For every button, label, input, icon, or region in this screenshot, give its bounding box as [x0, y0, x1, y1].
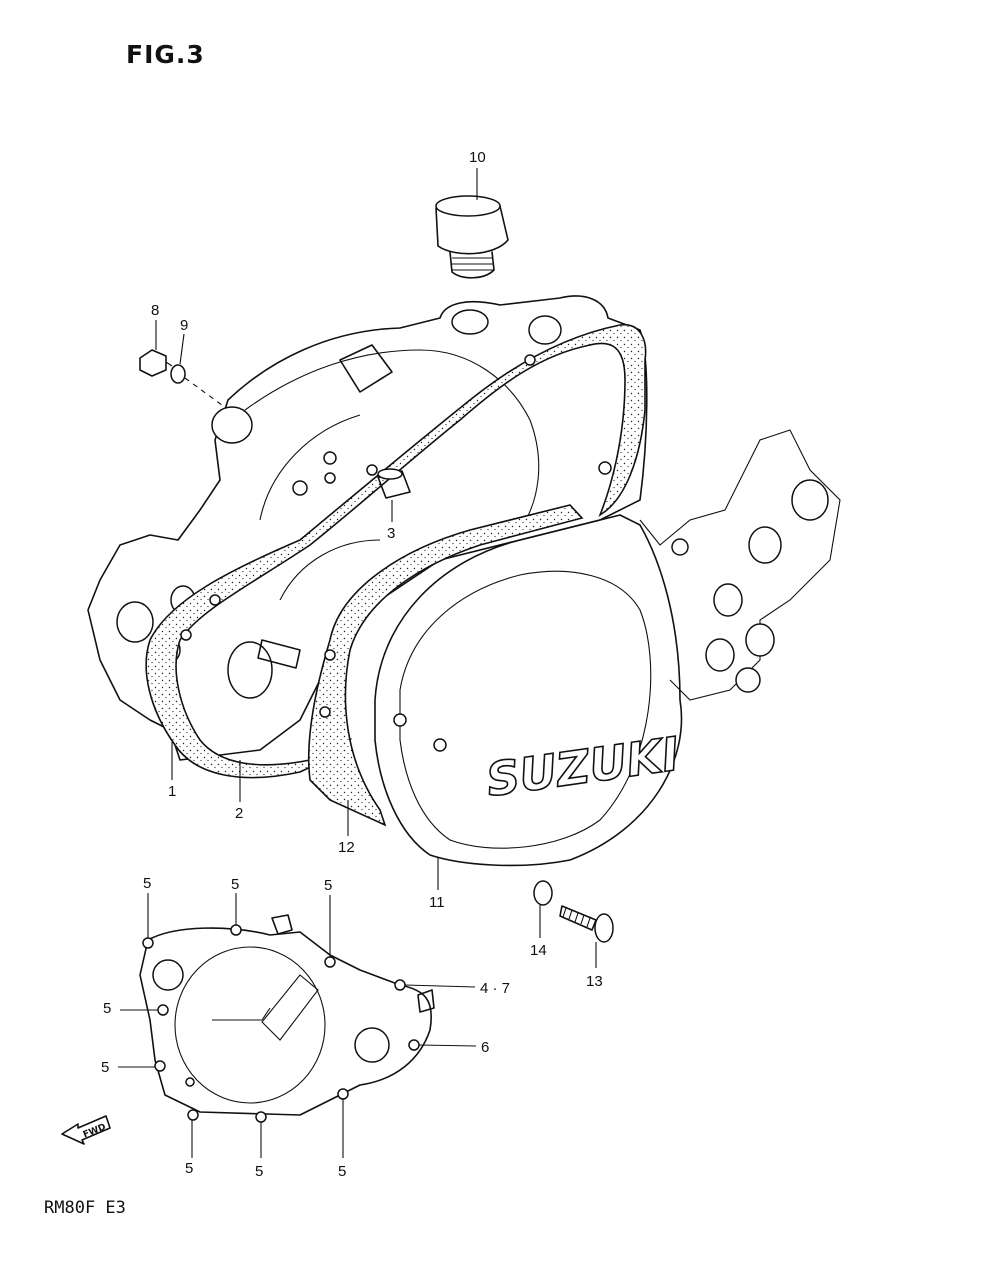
- callout-labels: 10 8 9 3 1 2 12 11 14 13 5 5 5 5 5 5 5 5…: [101, 149, 603, 1180]
- callout-5-b: 5: [231, 876, 239, 893]
- gasket-12: [307, 504, 584, 827]
- callout-5-c: 5: [324, 877, 332, 894]
- callout-8: 8: [151, 302, 159, 319]
- callout-13: 13: [586, 973, 603, 990]
- callout-12: 12: [338, 839, 355, 856]
- callout-10: 10: [469, 149, 486, 166]
- drain-bolt-8: [139, 349, 173, 377]
- figure-title: FIG.3: [126, 40, 205, 69]
- callout-5-f: 5: [185, 1160, 193, 1177]
- clutch-plate-6: [139, 914, 435, 1123]
- callout-2: 2: [235, 805, 243, 822]
- callout-5-d: 5: [103, 1000, 111, 1017]
- dowel-pin-3: [377, 468, 411, 499]
- oil-filler-cap-10: [435, 195, 509, 279]
- callout-5-h: 5: [338, 1163, 346, 1180]
- washer-14: [533, 880, 553, 906]
- forward-arrow-icon: FWD: [61, 1115, 111, 1145]
- callout-1: 1: [168, 783, 176, 800]
- leader-lines: [118, 168, 597, 1158]
- gasket-2: [145, 324, 647, 779]
- screw-13: [559, 905, 614, 943]
- callout-4-7: 4 · 7: [480, 980, 510, 997]
- washer-9: [170, 364, 186, 384]
- suzuki-logo: SUZUKI: [483, 727, 683, 807]
- callout-14: 14: [530, 942, 547, 959]
- callout-9: 9: [180, 317, 188, 334]
- callout-5-e: 5: [101, 1059, 109, 1076]
- callout-5-g: 5: [255, 1163, 263, 1180]
- callout-5-a: 5: [143, 875, 151, 892]
- callout-11: 11: [429, 894, 445, 911]
- model-code: RM80F E3: [44, 1198, 126, 1218]
- callout-3: 3: [387, 525, 395, 542]
- callout-6: 6: [481, 1039, 489, 1056]
